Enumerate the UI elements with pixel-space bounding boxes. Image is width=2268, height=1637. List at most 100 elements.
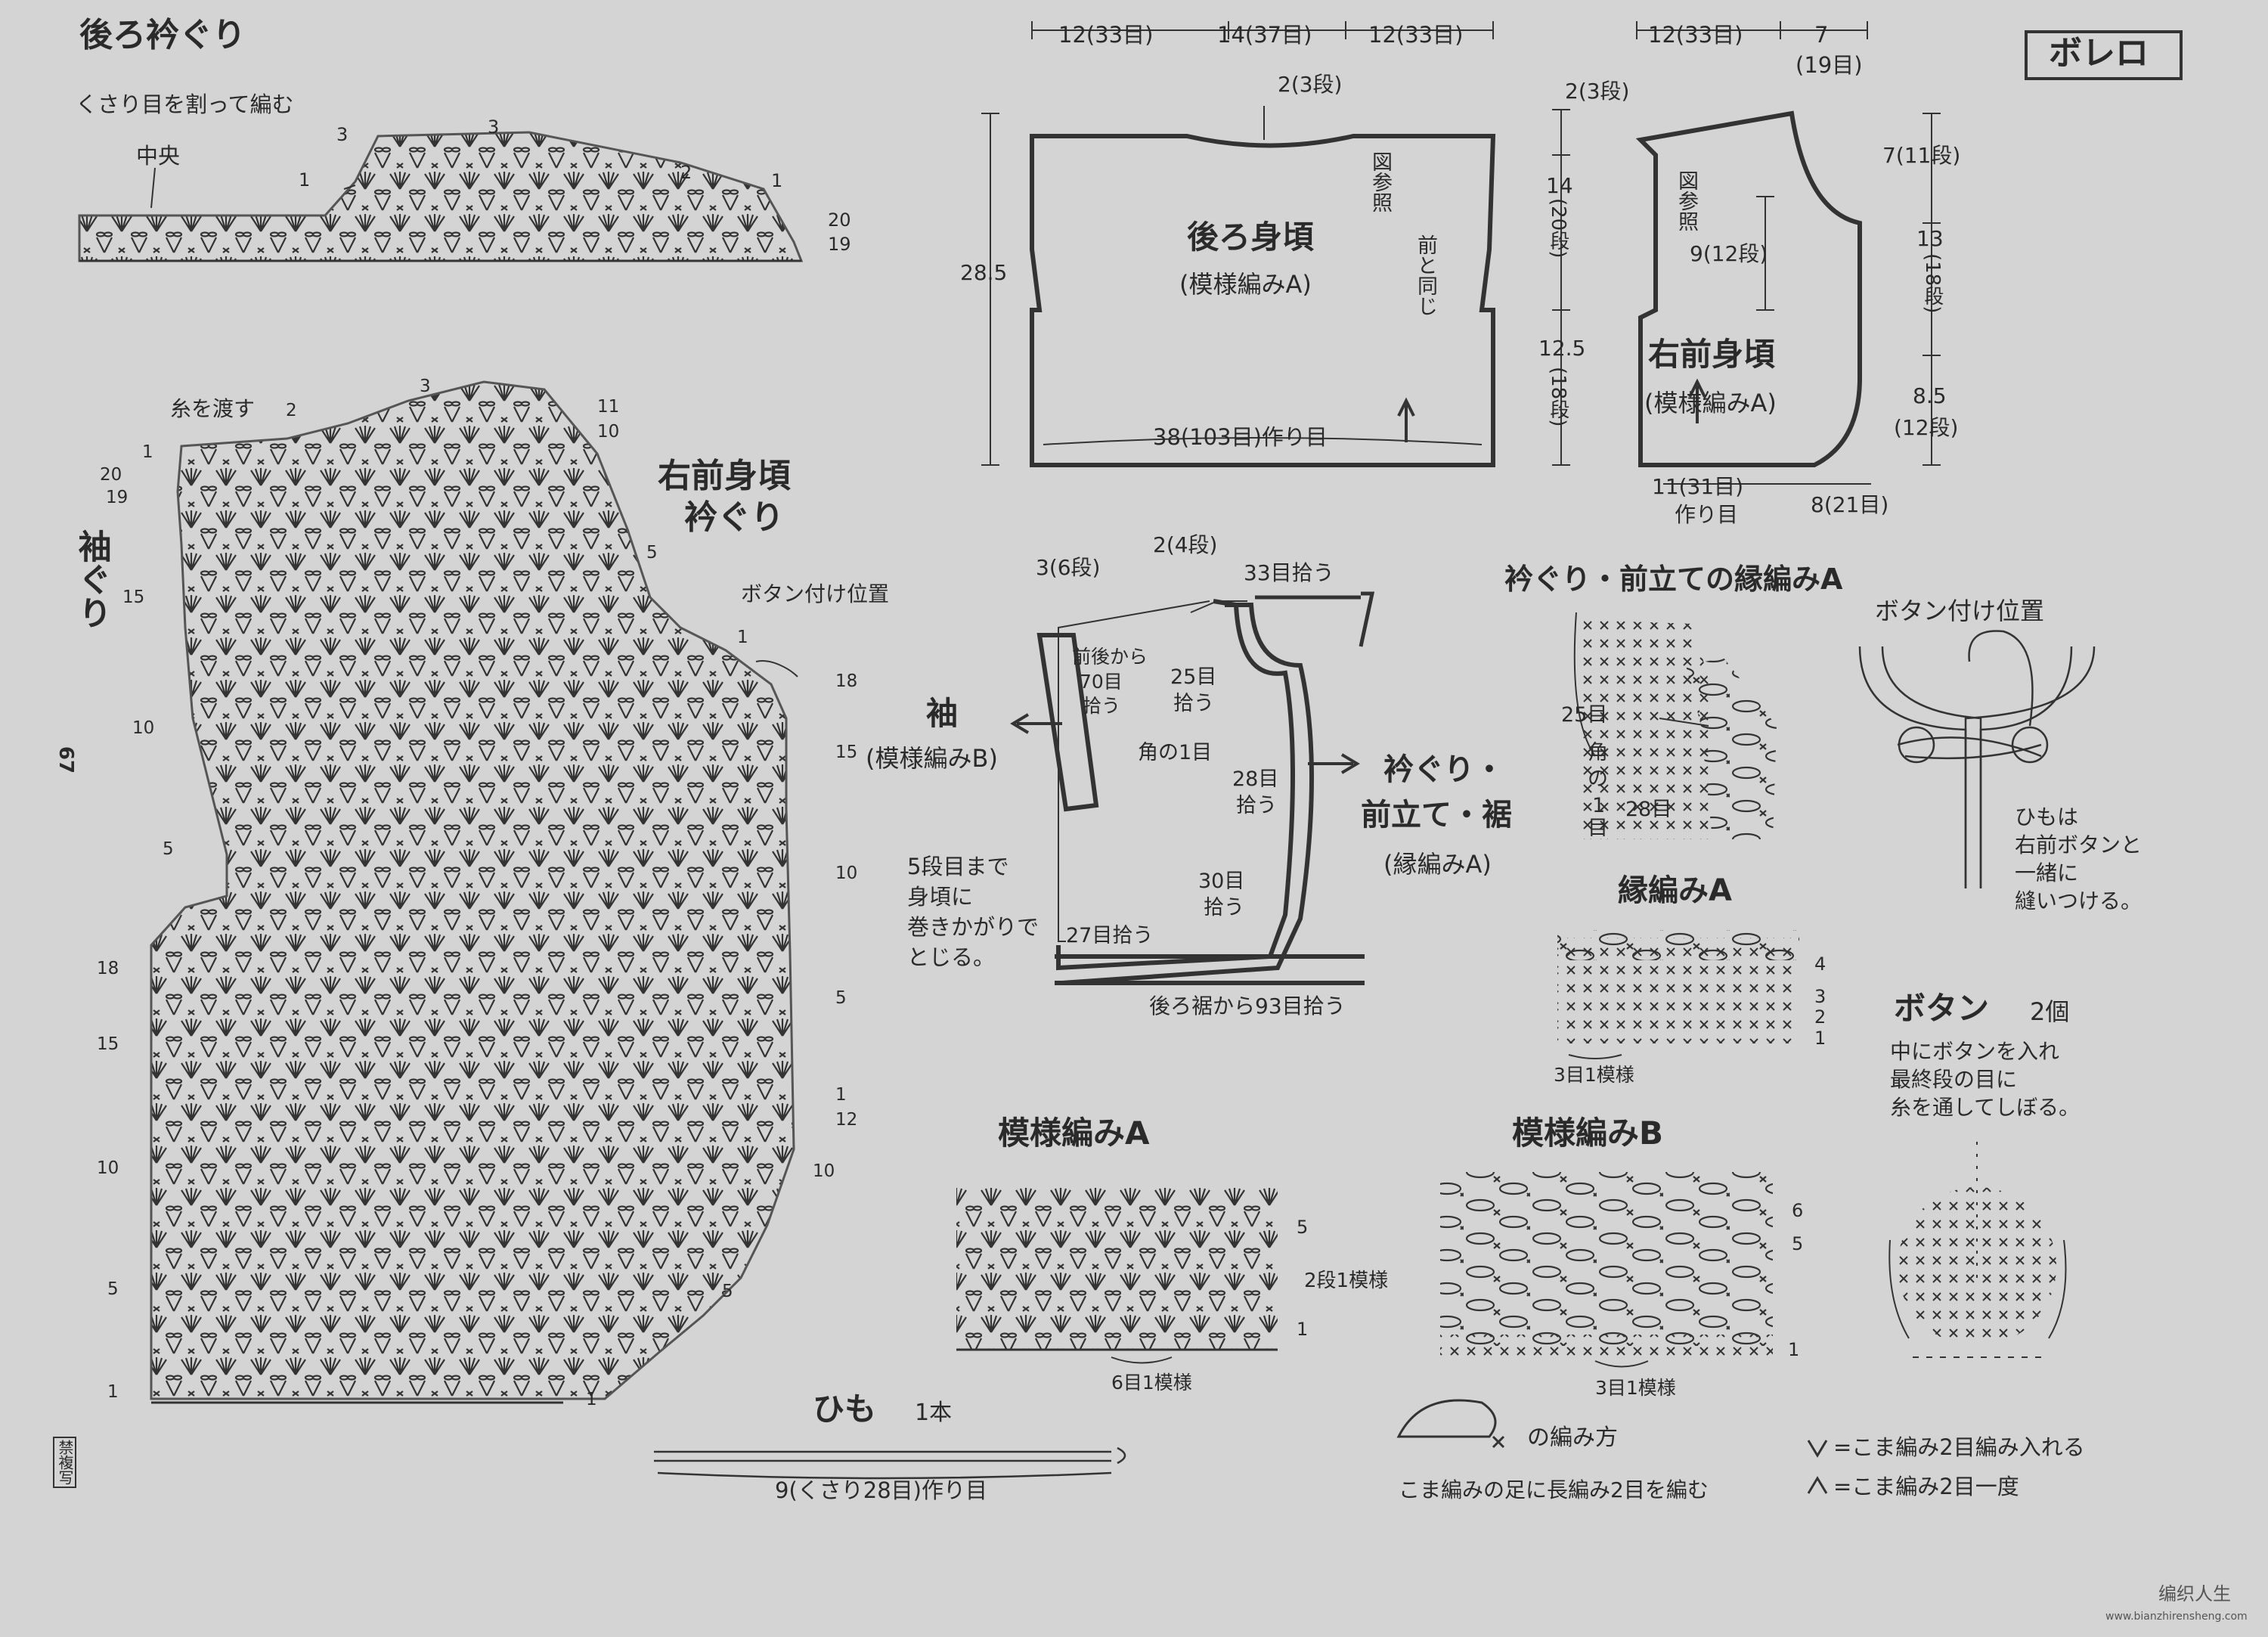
row-label: 18 (835, 671, 858, 691)
corner-stitch: 角の1目 (1138, 741, 1213, 764)
row-label: 5 (722, 1282, 733, 1301)
back-top-mid-dim: 14(37目) (1217, 22, 1312, 48)
pattern-b-row: 5 (1792, 1233, 1804, 1254)
edge-detail-28: 28目 (1625, 798, 1672, 821)
back-height-dim: 28.5 (960, 260, 1008, 285)
row-label: 5 (107, 1279, 119, 1299)
watermark-url: www.bianzhirensheng.com (2105, 1611, 2248, 1623)
watermark-logo: 编织人生 (2158, 1583, 2231, 1604)
pattern-a-row: 5 (1297, 1217, 1309, 1238)
front-body-title: 右前身頃 (1648, 336, 1776, 373)
no-copy-stamp: 禁複写 (53, 1437, 76, 1488)
edge-detail-title: 衿ぐり・前立ての縁編みA (1504, 563, 1843, 596)
row-label: 15 (122, 588, 145, 607)
row-label: 1 (835, 1085, 847, 1105)
back-neck-row-label: 19 (828, 234, 851, 255)
split-chain-note: くさり目を割って編む (76, 91, 294, 117)
back-top-right-dim: 12(33目) (1368, 22, 1464, 48)
row-label: 10 (813, 1161, 835, 1181)
pattern-a-swatch (956, 1187, 1278, 1364)
right-front-chart-subtitle: 衿ぐり (684, 498, 784, 537)
front-bottom-dim: 11(31目) (1652, 474, 1744, 499)
badge-label: ボレロ (2049, 34, 2149, 73)
button-count: 2個 (2030, 997, 2070, 1026)
row-label: 5 (646, 543, 658, 563)
pattern-b-repeat: 3目1模様 (1595, 1377, 1676, 1399)
front-shoulder-dim: 2(3段) (1565, 79, 1630, 104)
row-label: 2 (286, 401, 297, 420)
legend-increase: =こま編み2目編み入れる (1833, 1434, 2085, 1460)
back-neck-row-label: 1 (299, 169, 311, 191)
edge-detail-corner: の (1588, 767, 1608, 791)
back-hem-pick: 後ろ裾から93目拾う (1149, 994, 1346, 1018)
sleeve-pick-count: 70目 (1080, 671, 1123, 693)
back-body-pattern: (模様編みA) (1179, 270, 1312, 299)
pattern-a-repeat-rows: 2段1模様 (1304, 1270, 1389, 1292)
front-lower-sub: (18段) (1546, 367, 1569, 427)
row-label: 19 (106, 488, 129, 507)
back-same-as-front: 前と同じ (1414, 234, 1438, 316)
legend-decrease: =こま編み2目一度 (1833, 1474, 2019, 1499)
row-label: 5 (163, 839, 174, 859)
pattern-a-row: 1 (1297, 1319, 1309, 1340)
row-label: 1 (586, 1390, 597, 1409)
row-label: 18 (97, 959, 119, 978)
edge-a-row: 3 (1814, 986, 1826, 1007)
row-label: 1 (737, 628, 748, 647)
sleeve-title: 袖 (926, 695, 959, 732)
row-label: 3 (420, 377, 431, 396)
back-neck-row-label: 3 (488, 116, 500, 138)
edge-detail-25: 25目 (1561, 703, 1608, 727)
button-position-note-3: 一緒に (2015, 860, 2079, 885)
edge-detail-corner: 角 (1588, 741, 1608, 764)
front-lower-dim: 12.5 (1538, 336, 1586, 361)
row-label: 1 (107, 1382, 119, 1402)
pick-27: 27目拾う (1066, 924, 1154, 947)
edge-a-repeat: 3目1模様 (1554, 1064, 1634, 1086)
edge-title-2: 前立て・裾 (1361, 798, 1512, 832)
legend-symbols (1396, 1399, 1828, 1494)
front-right-dim-3: 8.5 (1913, 383, 1947, 408)
pattern-b-swatch (1440, 1172, 1773, 1368)
back-neck-row-label: 3 (336, 124, 349, 145)
front-armhole-dim: 14 (1546, 173, 1573, 198)
back-top-left-dim: 12(33目) (1058, 22, 1154, 48)
pick-30: 30目 (1198, 870, 1245, 893)
center-marker (150, 167, 156, 209)
button-position-note-1: ひもは (2015, 805, 2079, 829)
armhole-label: 袖ぐり (72, 529, 111, 629)
sleeve-pick-note: 前後から (1072, 646, 1148, 668)
edge-a-title: 縁編みA (1618, 873, 1732, 908)
front-see-figure: 図参照 (1675, 170, 1699, 231)
front-top-right-dim: 7 (1814, 22, 1829, 48)
pick-25: 25目 (1170, 665, 1217, 689)
sleeve-pattern: (模様編みB) (866, 744, 998, 773)
edge-detail-chart (1573, 612, 1777, 839)
back-see-figure: 図参照 (1368, 151, 1393, 212)
row-label: 5 (835, 988, 847, 1008)
back-neck-row-label: 2 (680, 162, 692, 183)
front-inner-dim: 9(12段) (1690, 241, 1768, 266)
close-note-3: 巻きかがりで (907, 914, 1040, 940)
cord-title: ひも (813, 1391, 877, 1428)
carry-yarn-note: 糸を渡す (170, 396, 256, 421)
row-label: 15 (835, 743, 858, 762)
pattern-b-row: 6 (1792, 1200, 1804, 1221)
center-label: 中央 (136, 143, 181, 169)
row-label: 10 (97, 1158, 119, 1178)
legend-how-to-note: こま編みの足に長編み2目を編む (1399, 1477, 1709, 1502)
badge-box (2025, 30, 2183, 80)
pick-25-verb: 拾う (1173, 692, 1214, 715)
edge-detail-corner: 1 (1592, 794, 1606, 817)
front-armhole-sub: (20段) (1546, 198, 1569, 259)
edge-a-swatch (1557, 930, 1799, 1059)
row-label: 1 (142, 442, 153, 462)
front-right-dim-1: 7(11段) (1882, 143, 1961, 168)
front-top-right-sub: (19目) (1796, 52, 1863, 78)
back-neck-title: 後ろ衿ぐり (79, 16, 246, 54)
front-body-pattern: (模様編みA) (1644, 389, 1777, 417)
edge-a-row: 2 (1814, 1006, 1826, 1028)
pattern-a-title: 模様編みA (998, 1115, 1150, 1152)
cord-count: 1本 (915, 1400, 953, 1426)
